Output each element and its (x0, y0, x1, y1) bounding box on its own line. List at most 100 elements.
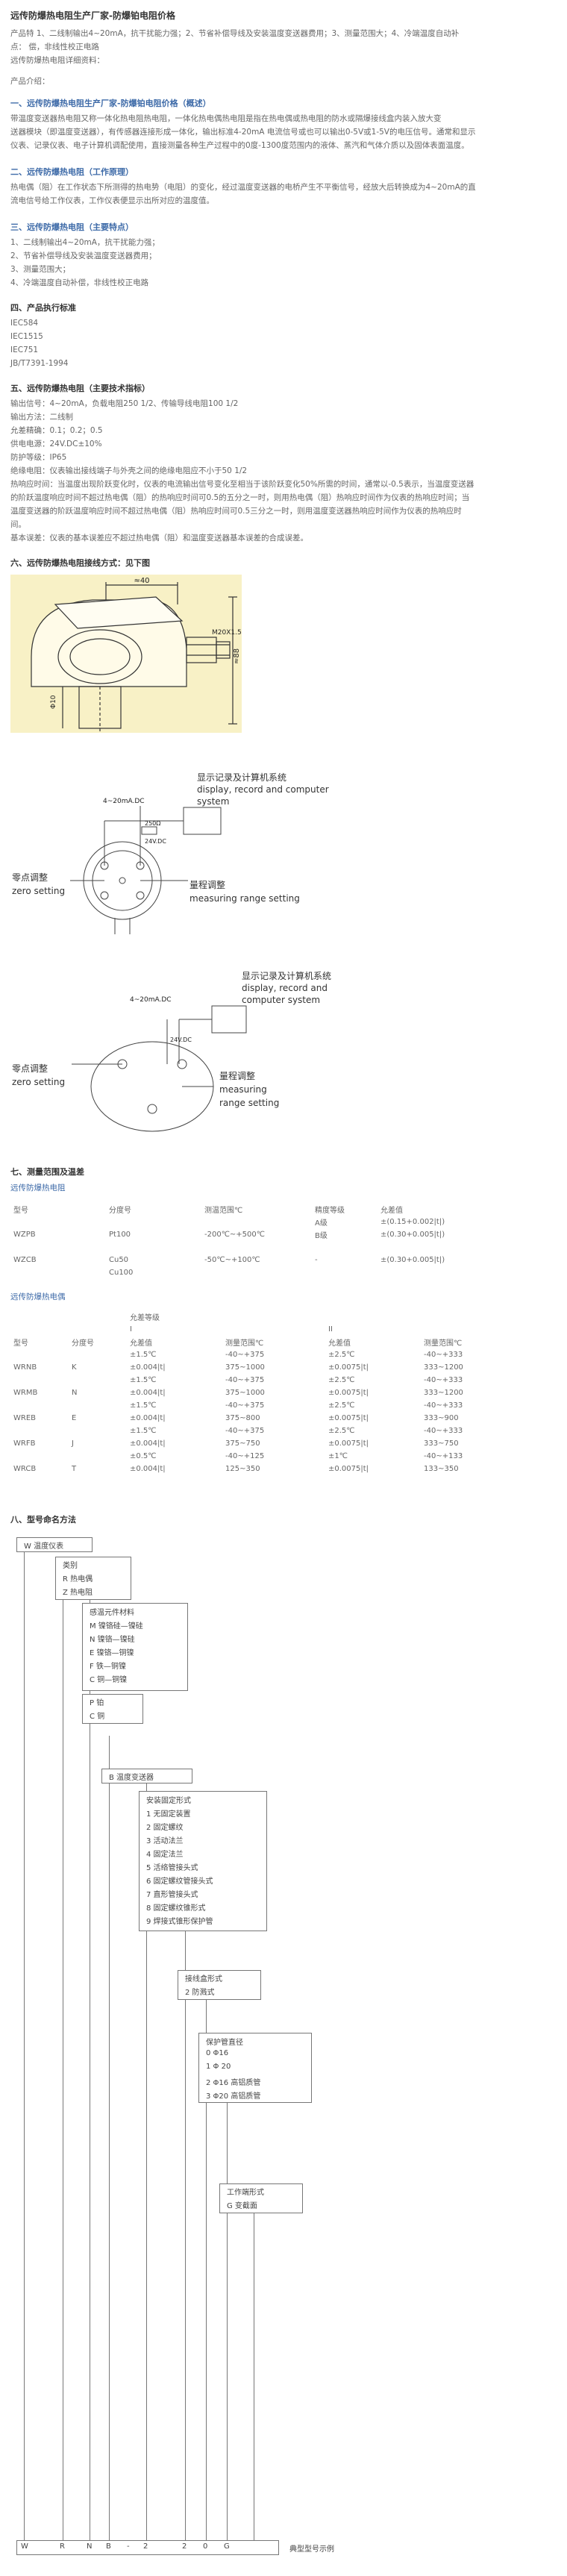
spec-4: 供电电源：24V.DC±10% (10, 440, 102, 448)
model-label: 3 活动法兰 (146, 1837, 184, 1845)
w1-range-en: measuring range setting (189, 893, 300, 904)
table-group-row: 允差等级 (10, 1310, 503, 1323)
table-cell: ±0.004|t| (130, 1439, 166, 1448)
table-cell (312, 1266, 378, 1279)
table-row: Cu100 (10, 1266, 473, 1279)
standard-2: IEC1515 (10, 332, 43, 341)
section-1-title: 一、远传防爆热电阻生产厂家-防爆铂电阻价格（概述） (10, 99, 211, 108)
section-7-sub-2: 远传防爆热电偶 (10, 1292, 66, 1301)
table-cell (106, 1216, 201, 1228)
guide-line (109, 1736, 110, 2540)
table-cell: ±1.5℃ (130, 1427, 157, 1435)
model-box-instrument (16, 1537, 93, 1552)
example-code: 2 (182, 2542, 187, 2551)
intro-label: 产品介绍： (10, 77, 50, 86)
model-box-junction (178, 1970, 261, 2000)
rtd-table: 型号 分度号 测温范围℃ 精度等级 允差值 A级±(0.15+0.002|t|)… (10, 1203, 473, 1279)
table-cell: -40~+375 (225, 1376, 265, 1384)
table-cell: ±1.5℃ (130, 1376, 157, 1384)
w1-display-en-2: system (197, 796, 229, 807)
table-header: 分度号 (109, 1207, 131, 1215)
table-cell: ±0.004|t| (130, 1465, 166, 1473)
table-cell (201, 1216, 312, 1228)
spec-1: 输出信号：4~20mA，负载电阻250 1/2、传输导线电阻100 1/2 (10, 399, 239, 408)
table-header: 允差值 (328, 1339, 351, 1348)
section-3-title: 三、远传防爆热电阻（主要特点） (10, 222, 134, 232)
table-header-row: 型号 分度号 允差值 测量范围℃ 允差值 测量范围℃ (10, 1336, 503, 1348)
table-cell: ±(0.30+0.005|t|) (380, 1231, 445, 1239)
table-cell: WREB (13, 1414, 37, 1422)
section-5-title: 五、远传防爆热电阻（主要技术指标） (10, 384, 150, 393)
example-code: G (224, 2542, 230, 2551)
w1-supply: 24V.DC (145, 838, 166, 845)
model-label: M 镍铬硅—镍硅 (90, 1622, 143, 1631)
table-cell: E (72, 1414, 77, 1422)
table-header: 型号 (13, 1339, 28, 1348)
section-3-item-2: 2、节省补偿导线及安装温度变送器费用； (10, 251, 157, 260)
intro-line-3: 远传防爆热电阻详细资料： (10, 56, 104, 65)
table-row: ±1.5℃-40~+375±2.5℃-40~+333 (10, 1374, 503, 1387)
model-label: B 温度变送器 (109, 1774, 154, 1782)
wiring-1-svg: 4~20mA.DC 250Ω 24V.DC 显示记录及计算机系统 display… (12, 772, 329, 934)
example-code: N (87, 2542, 93, 2551)
table-cell: ±0.0075|t| (328, 1439, 369, 1448)
dim-side: ≈88 (233, 648, 241, 664)
table-header: 分度号 (72, 1339, 94, 1348)
guide-line (146, 1770, 147, 2540)
table-cell: Cu50 (109, 1256, 129, 1264)
table-cell: 333~1200 (424, 1363, 463, 1372)
table-cell: ±0.0075|t| (328, 1414, 369, 1422)
spec-5: 防护等级：IP65 (10, 453, 67, 462)
table-cell: -40~+375 (225, 1427, 265, 1435)
table-cell (378, 1241, 473, 1254)
model-label: 6 固定螺纹管接头式 (146, 1878, 213, 1886)
model-label: 1 Φ 20 (206, 2063, 231, 2071)
table-cell: 333~750 (424, 1439, 459, 1448)
table-cell (312, 1241, 378, 1254)
w2-zero-cn: 零点调整 (12, 1063, 48, 1074)
table-cell: -40~+333 (424, 1401, 463, 1410)
spec-10: 间。 (10, 520, 26, 529)
table-cell: -40~+375 (225, 1401, 265, 1410)
w1-zero-en: zero setting (12, 886, 65, 896)
model-label: R 热电偶 (63, 1575, 93, 1584)
table-cell (10, 1348, 69, 1361)
example-code: 2 (143, 2542, 148, 2551)
model-label: 5 活络管接头式 (146, 1864, 198, 1872)
table-cell: 375~750 (225, 1439, 260, 1448)
model-label: 保护管直径 (206, 2039, 243, 2047)
guide-line (24, 1540, 25, 2540)
table-cell: 333~900 (424, 1414, 459, 1422)
mechanical-drawing: ≈40 ≈88 Φ10 M20X1.5 (10, 575, 242, 733)
table-cell: -40~+333 (424, 1351, 463, 1359)
table-cell (69, 1425, 127, 1437)
table-cell (10, 1310, 69, 1323)
table-cell: WRFB (13, 1439, 36, 1448)
table-row: WRFB J ±0.004|t| 375~750 ±0.0075|t| 333~750 (10, 1437, 503, 1450)
table-row: ±0.5℃-40~+125±1℃-40~+133 (10, 1450, 503, 1463)
table-cell: J (72, 1439, 74, 1448)
w1-load: 250Ω (145, 820, 160, 827)
example-code: - (127, 2542, 130, 2551)
section-6-title: 六、远传防爆热电阻接线方式：见下图 (10, 558, 150, 568)
table-cell (69, 1374, 127, 1387)
section-8-title: 八、型号命名方法 (10, 1515, 76, 1525)
level-2-header: II (328, 1325, 333, 1334)
table-cell: K (72, 1363, 77, 1372)
model-box-rtd-material (82, 1694, 143, 1724)
table-cell: ±2.5℃ (328, 1376, 355, 1384)
w2-supply: 24V.DC (170, 1037, 192, 1043)
model-label: C 铜 (90, 1713, 105, 1721)
w2-display-cn: 显示记录及计算机系统 (242, 970, 331, 981)
table-cell: 133~350 (424, 1465, 459, 1473)
thermocouple-table: 允差等级 I II 型号 分度号 允差值 测量范围℃ 允差值 测量范围℃ ±1.… (10, 1310, 503, 1475)
w2-display-en-2: computer system (242, 995, 320, 1005)
model-label-instrument: W 温度仪表 (24, 1542, 64, 1551)
w1-zero-cn: 零点调整 (12, 872, 48, 883)
table-cell: ±1℃ (328, 1452, 348, 1460)
w1-range-cn: 量程调整 (189, 879, 225, 890)
